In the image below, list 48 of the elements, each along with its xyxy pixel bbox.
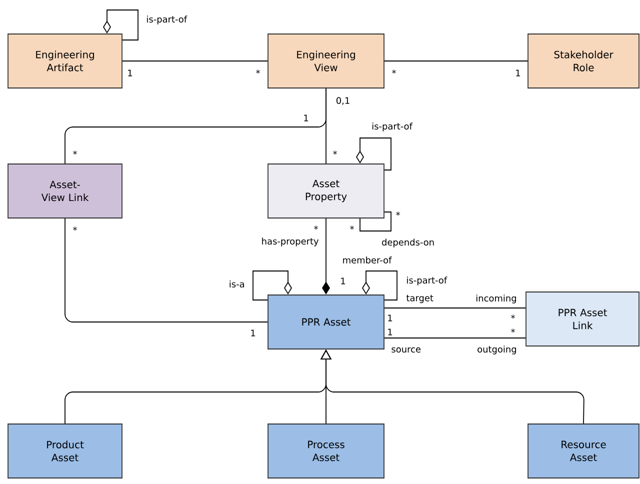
multiplicity-label: 1 xyxy=(341,278,346,284)
aggregation-line xyxy=(356,138,392,170)
edge-label: depends-on xyxy=(380,238,436,248)
multiplicity-label: * xyxy=(511,328,515,333)
multiplicity-label: 1 xyxy=(128,70,132,76)
class-box: Process Asset xyxy=(268,424,384,478)
multiplicity-label: 1 xyxy=(388,328,392,336)
class-box: Resource Asset xyxy=(528,424,640,478)
association-line xyxy=(360,212,392,232)
aggregation-line xyxy=(103,10,138,40)
class-box: PPR Asset xyxy=(268,294,384,350)
edge-label: is-a xyxy=(228,280,246,288)
multiplicity-label: outgoing xyxy=(478,346,516,354)
multiplicity-label: * xyxy=(73,226,77,231)
edge-label: is-part-of xyxy=(370,122,414,132)
class-box: Asset Property xyxy=(268,164,384,218)
edge-label: is-part-of xyxy=(145,14,188,26)
multiplicity-label: 1 xyxy=(304,114,308,122)
multiplicity-label: * xyxy=(511,314,515,319)
class-box: PPR Asset Link xyxy=(526,292,640,346)
multiplicity-label: * xyxy=(396,212,400,216)
class-box: Product Asset xyxy=(8,424,122,478)
multiplicity-label: member-of xyxy=(343,256,392,264)
multiplicity-label: 1 xyxy=(388,314,392,322)
multiplicity-label: * xyxy=(392,70,396,74)
association-line xyxy=(384,60,528,62)
multiplicity-label: * xyxy=(256,70,260,74)
association-line xyxy=(64,218,268,322)
aggregation-line xyxy=(252,270,292,300)
multiplicity-label: 0,1 xyxy=(336,97,350,105)
association-line xyxy=(122,60,268,62)
multiplicity-label: * xyxy=(314,226,318,230)
multiplicity-label: 1 xyxy=(516,70,520,76)
aggregation-line xyxy=(362,270,398,300)
class-box: Asset-View Link xyxy=(8,164,122,218)
multiplicity-label: source xyxy=(392,347,421,353)
class-box: Stakeholder Role xyxy=(528,34,640,88)
multiplicity-label: 1 xyxy=(251,330,256,336)
multiplicity-label: * xyxy=(73,150,77,155)
multiplicity-label: target xyxy=(406,294,434,304)
multiplicity-label: incoming xyxy=(476,294,516,304)
class-box: Engineering View xyxy=(268,34,384,88)
edge-label: is-part-of xyxy=(405,276,448,286)
association-line xyxy=(64,88,326,164)
edge-label: has-property xyxy=(260,236,320,248)
multiplicity-label: * xyxy=(350,226,354,230)
class-box: Engineering Artifact xyxy=(8,34,122,88)
multiplicity-label: * xyxy=(333,150,337,155)
